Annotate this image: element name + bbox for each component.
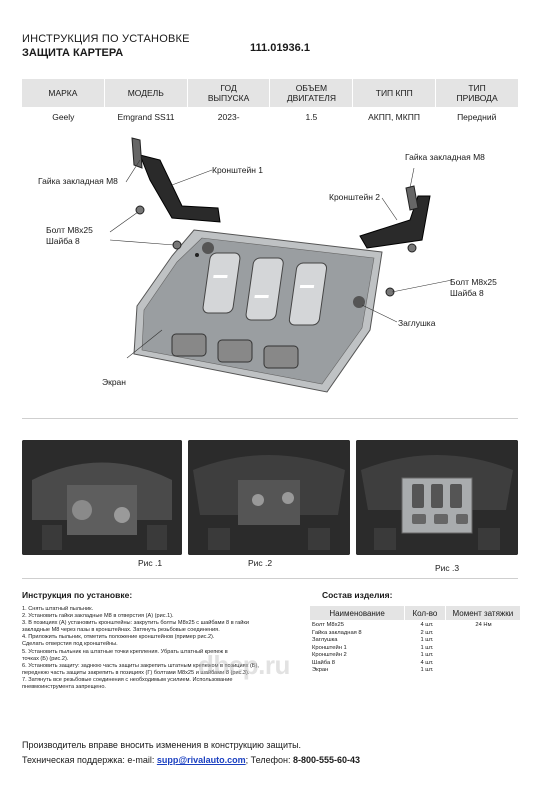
callout-plug: Заглушка [398, 318, 436, 328]
spec-header-model: МОДЕЛЬ [103, 79, 187, 107]
instruction-line: закладные М8 через пазы в кронштейнах. З… [22, 627, 220, 634]
component-qty: 1 шт. [420, 644, 434, 651]
spec-header-drive: ТИП ПРИВОДА [435, 79, 518, 107]
instruction-line: переднюю часть защиты закрепить в позици… [22, 669, 250, 676]
doc-subtitle: ЗАЩИТА КАРТЕРА [22, 47, 124, 59]
table-row: Заглушка 1 шт. [310, 637, 520, 645]
instruction-line: 7. Затянуть все резьбовые соединения с н… [22, 676, 233, 683]
component-name: Шайба 8 [312, 659, 336, 666]
table-row: Кронштейн 1 1 шт. [310, 645, 520, 653]
component-torque [447, 630, 520, 638]
instruction-line: пневмоинструмента запрещено. [22, 684, 106, 691]
component-name: Болт М8х25 [312, 622, 344, 628]
component-torque [447, 652, 520, 660]
instruction-line: 4. Приложить пыльник, отметить положение… [22, 634, 215, 641]
components-list: Болт М8х25 4 шт. 24 Нм Гайка закладная 8… [310, 622, 520, 675]
component-qty: 2 шт. [420, 629, 434, 636]
instruction-line: 2. Установить гайки закладные М8 в отвер… [22, 613, 174, 620]
callout-bolt-left: Болт М8х25 [46, 225, 93, 235]
footer-notice: Производитель вправе вносить изменения в… [22, 740, 302, 750]
leader-lines [109, 159, 453, 359]
instructions-list: 1. Снять штатный пыльник. 2. Установить … [22, 606, 312, 691]
spec-cell-year: 2023- [217, 112, 240, 122]
spec-header-year: ГОД ВЫПУСКА [186, 79, 270, 107]
spec-header-engine: ОБЪЕМ ДВИГАТЕЛЯ [269, 79, 352, 107]
component-torque: 24 Нм [475, 622, 492, 628]
support-label: Техническая поддержка: e-mail: [22, 755, 157, 765]
components-header-qty: Кол-во [404, 606, 445, 620]
instruction-line: 1. Снять штатный пыльник. [22, 606, 94, 612]
article-code: 111.01936.1 [250, 42, 310, 54]
bolt-right-shape [385, 287, 395, 297]
component-torque [447, 667, 520, 675]
instruction-line: 6. Установить защиту: заднюю часть защит… [22, 662, 259, 669]
component-name: Кронштейн 1 [312, 644, 347, 651]
section-divider-2 [22, 578, 518, 579]
components-header-torque: Момент затяжки [444, 606, 520, 620]
component-qty: 4 шт. [420, 659, 434, 666]
figure-3-caption: Рис .3 [435, 563, 460, 573]
component-qty: 4 шт. [420, 622, 434, 628]
component-qty: 1 шт. [420, 637, 434, 643]
table-row: Болт М8х25 4 шт. 24 Нм [310, 622, 520, 630]
instruction-line: точках (Б) (рис.2). [22, 655, 69, 662]
component-name: Заглушка [312, 637, 338, 643]
support-email-link[interactable]: supp@rivalauto.com [156, 755, 246, 765]
washer-right-shape [407, 243, 417, 253]
callout-washer-right: Шайба 8 [450, 288, 484, 298]
callout-bolt-right: Болт М8х25 [450, 277, 497, 287]
callout-screen: Экран [102, 377, 126, 387]
spec-cell-brand: Geely [52, 112, 75, 122]
figure-3-photo [356, 440, 518, 555]
callout-bracket-1: Кронштейн 1 [212, 165, 263, 175]
component-torque [447, 660, 520, 668]
spec-cell-engine: 1.5 [305, 112, 318, 122]
table-row: Шайба 8 4 шт. [310, 660, 520, 668]
spec-table-header: МАРКА МОДЕЛЬ ГОД ВЫПУСКА ОБЪЕМ ДВИГАТЕЛЯ… [22, 79, 518, 107]
callout-bracket-2: Кронштейн 2 [329, 192, 380, 202]
spec-cell-model: Emgrand SS11 [117, 112, 175, 122]
callout-nut-right: Гайка закладная М8 [405, 152, 485, 162]
component-name: Кронштейн 2 [312, 652, 347, 658]
spec-header-brand: МАРКА [48, 88, 78, 98]
spec-cell-drive: Передний [457, 112, 497, 122]
support-phone: 8-800-555-60-43 [293, 755, 361, 765]
section-divider [22, 418, 518, 419]
figure-2-photo [188, 440, 350, 555]
figure-1-photo [22, 440, 182, 555]
spec-table-row: Geely Emgrand SS11 2023- 1.5 АКПП, МКПП … [22, 107, 518, 127]
bracket-1-shape [131, 137, 221, 223]
bracket-2-shape [359, 185, 431, 249]
skid-plate-shape [133, 229, 383, 393]
component-qty: 1 шт. [420, 652, 434, 658]
component-qty: 1 шт. [420, 667, 434, 673]
instruction-line: 3. В позициях (А) установить кронштейны:… [22, 620, 249, 627]
callout-washer-left: Шайба 8 [46, 236, 80, 246]
components-header-name: Наименование [329, 608, 385, 618]
component-torque [447, 637, 520, 645]
table-row: Кронштейн 2 1 шт. [310, 652, 520, 660]
component-torque [447, 645, 520, 653]
table-row: Гайка закладная 8 2 шт. [310, 630, 520, 638]
spec-cell-gearbox: АКПП, МКПП [368, 112, 420, 122]
instruction-line: 5. Установить пыльник на штатные точки к… [22, 648, 228, 655]
figure-1-caption: Рис .1 [138, 558, 163, 568]
component-name: Экран [312, 667, 329, 673]
instruction-line: Сделать отверстия под кронштейны. [22, 641, 118, 648]
table-row: Экран 1 шт. [310, 667, 520, 675]
doc-title: ИНСТРУКЦИЯ ПО УСТАНОВКЕ [22, 33, 190, 45]
instructions-title: Инструкция по установке: [22, 590, 133, 600]
phone-label: ; Телефон: [245, 755, 294, 765]
components-title: Состав изделия: [322, 590, 393, 600]
component-name: Гайка закладная 8 [312, 629, 362, 636]
watermark: dbcp.ru [198, 650, 290, 680]
components-header: Наименование Кол-во Момент затяжки [310, 606, 520, 620]
spec-header-gearbox: ТИП КПП [352, 79, 435, 107]
exploded-diagram [109, 137, 453, 393]
figure-2-caption: Рис .2 [248, 558, 273, 568]
washer-left-shape [172, 240, 182, 250]
footer-support: Техническая поддержка: e-mail: supp@riva… [22, 755, 360, 765]
callout-nut-left: Гайка закладная М8 [38, 176, 118, 186]
